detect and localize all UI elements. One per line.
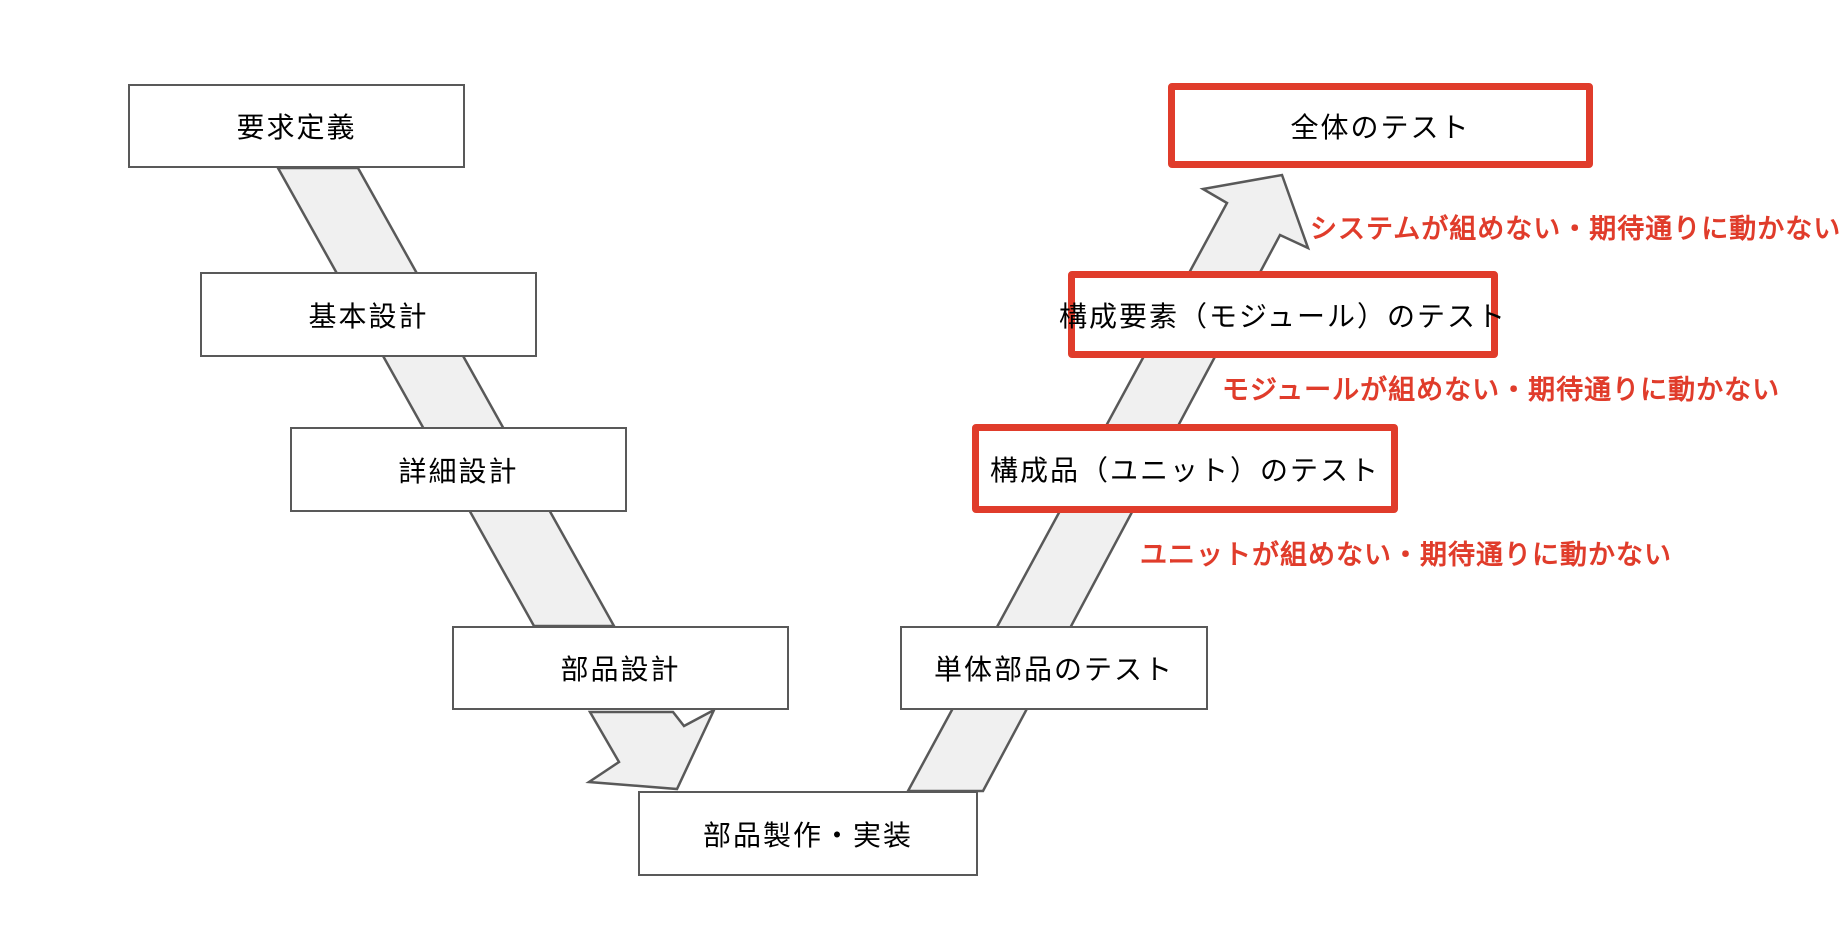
stage-box-basic-design: 基本設計 <box>200 272 537 357</box>
stage-box-whole-system-test: 全体のテスト <box>1168 83 1593 168</box>
stage-box-requirements: 要求定義 <box>128 84 465 168</box>
stage-label-build-implement: 部品製作・実装 <box>702 819 913 851</box>
annotation-unit-fail: ユニットが組めない・期待通りに動かない <box>1140 540 1672 570</box>
stage-label-part-design: 部品設計 <box>560 654 681 685</box>
stage-label-unit-test: 構成品（ユニット）のテスト <box>989 454 1380 486</box>
stage-box-unit-test: 構成品（ユニット）のテスト <box>972 424 1398 513</box>
descending-arrow-band <box>275 166 617 628</box>
descending-arrow-head <box>585 707 717 791</box>
stage-label-basic-design: 基本設計 <box>308 300 429 332</box>
stage-label-unit-part-test: 単体部品のテスト <box>933 654 1174 685</box>
stage-box-build-implement: 部品製作・実装 <box>638 791 978 876</box>
stage-box-unit-part-test: 単体部品のテスト <box>900 626 1208 710</box>
stage-box-part-design: 部品設計 <box>452 626 789 710</box>
stage-label-detailed-design: 詳細設計 <box>398 455 519 487</box>
annotation-module-fail: モジュールが組めない・期待通りに動かない <box>1222 375 1781 405</box>
stage-label-whole-system-test: 全体のテスト <box>1290 111 1471 143</box>
stage-label-requirements: 要求定義 <box>236 112 357 143</box>
stage-box-module-test: 構成要素（モジュール）のテスト <box>1059 271 1505 358</box>
stage-label-module-test: 構成要素（モジュール）のテスト <box>1058 300 1508 332</box>
annotation-system-fail: システムが組めない・期待通りに動かない <box>1310 214 1842 244</box>
stage-box-detailed-design: 詳細設計 <box>290 427 627 512</box>
